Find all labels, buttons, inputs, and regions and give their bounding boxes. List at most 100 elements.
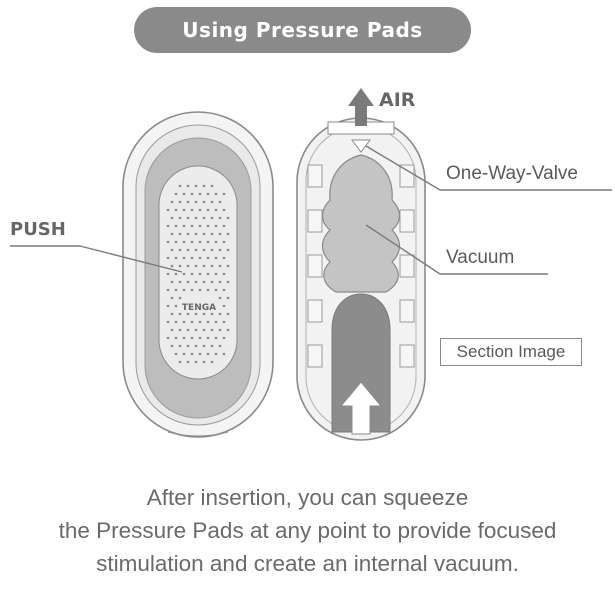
pad-dot [190,272,194,276]
pad-dot [206,288,210,292]
pad-dot [218,328,222,332]
pad-dot [214,256,218,260]
pressure-pad-dots [166,184,230,364]
vacuum-leader-line [365,224,441,275]
pad-dot [186,280,190,284]
pad-dot [190,336,194,340]
pad-dot [178,232,182,236]
pad-dot [186,264,190,268]
inner-ribs [307,164,415,368]
pad-dot [202,280,206,284]
pad-dot [222,336,226,340]
pad-dot [202,200,206,204]
pad-dot [190,208,194,212]
pad-dot [182,224,186,228]
pad-dot [210,328,214,332]
tenga-logo: TENGA [182,303,216,313]
pad-dot [190,352,194,356]
title-banner: Using Pressure Pads [134,7,471,53]
pad-dot [170,216,174,220]
one-way-valve-icon [351,139,371,153]
pad-dot [222,224,226,228]
pad-dot [198,192,202,196]
pad-dot [194,264,198,268]
pad-dot [194,280,198,284]
pad-dot [206,240,210,244]
pad-dot [222,240,226,244]
pad-dot [194,216,198,220]
vacuum-chamber [321,154,401,293]
pad-dot [226,280,230,284]
pad-dot [194,200,198,204]
pad-dot [214,336,218,340]
pad-dot [194,312,198,316]
pad-dot [166,320,170,324]
pad-dot [166,288,170,292]
pad-dot [182,288,186,292]
pad-dot [178,184,182,188]
pad-dot [218,232,222,236]
pad-dot [210,264,214,268]
pad-dot [210,344,214,348]
pad-dot [178,312,182,316]
pad-dot [198,224,202,228]
pad-dot [170,312,174,316]
pad-dot [170,280,174,284]
pad-dot [206,224,210,228]
pad-dot [174,240,178,244]
pad-dot [214,272,218,276]
pad-dot [174,256,178,260]
pad-dot [214,192,218,196]
section-image-label: Section Image [440,338,582,366]
vacuum-label: Vacuum [446,247,515,268]
pad-dot [174,320,178,324]
pad-dot [182,272,186,276]
pad-dot [170,328,174,332]
pad-dot [186,248,190,252]
pad-dot [170,296,174,300]
pad-dot [202,216,206,220]
pad-dot [218,280,222,284]
caption-line-3: stimulation and create an internal vacuu… [96,551,519,576]
pad-dot [190,224,194,228]
pad-dot [214,240,218,244]
pad-dot [198,320,202,324]
pad-dot [166,208,170,212]
pad-dot [194,248,198,252]
caption-line-1: After insertion, you can squeeze [146,485,469,510]
pad-dot [218,216,222,220]
pad-dot [202,328,206,332]
pad-dot [214,352,218,356]
pad-dot [222,192,226,196]
pad-dot [174,208,178,212]
pad-dot [202,312,206,316]
pad-dot [174,272,178,276]
caption: After insertion, you can squeeze the Pre… [0,481,615,580]
pad-dot [218,248,222,252]
push-label: PUSH [10,219,66,240]
pad-dot [226,248,230,252]
pad-dot [214,224,218,228]
pad-dot [182,352,186,356]
pad-dot [198,272,202,276]
pad-dot [194,360,198,364]
pad-dot [182,208,186,212]
pad-dot [206,192,210,196]
pad-dot [194,184,198,188]
pad-dot [178,344,182,348]
pad-dot [214,208,218,212]
pad-dot [170,248,174,252]
pad-dot [166,304,170,308]
pad-dot [190,320,194,324]
pad-dot [186,344,190,348]
pad-dot [178,328,182,332]
pad-dot [186,200,190,204]
pad-dot [214,320,218,324]
pad-dot [174,288,178,292]
pad-dot [186,184,190,188]
pad-dot [178,296,182,300]
pad-dot [206,320,210,324]
pad-dot [210,248,214,252]
pad-dot [202,264,206,268]
inserted-shaft [331,293,391,433]
